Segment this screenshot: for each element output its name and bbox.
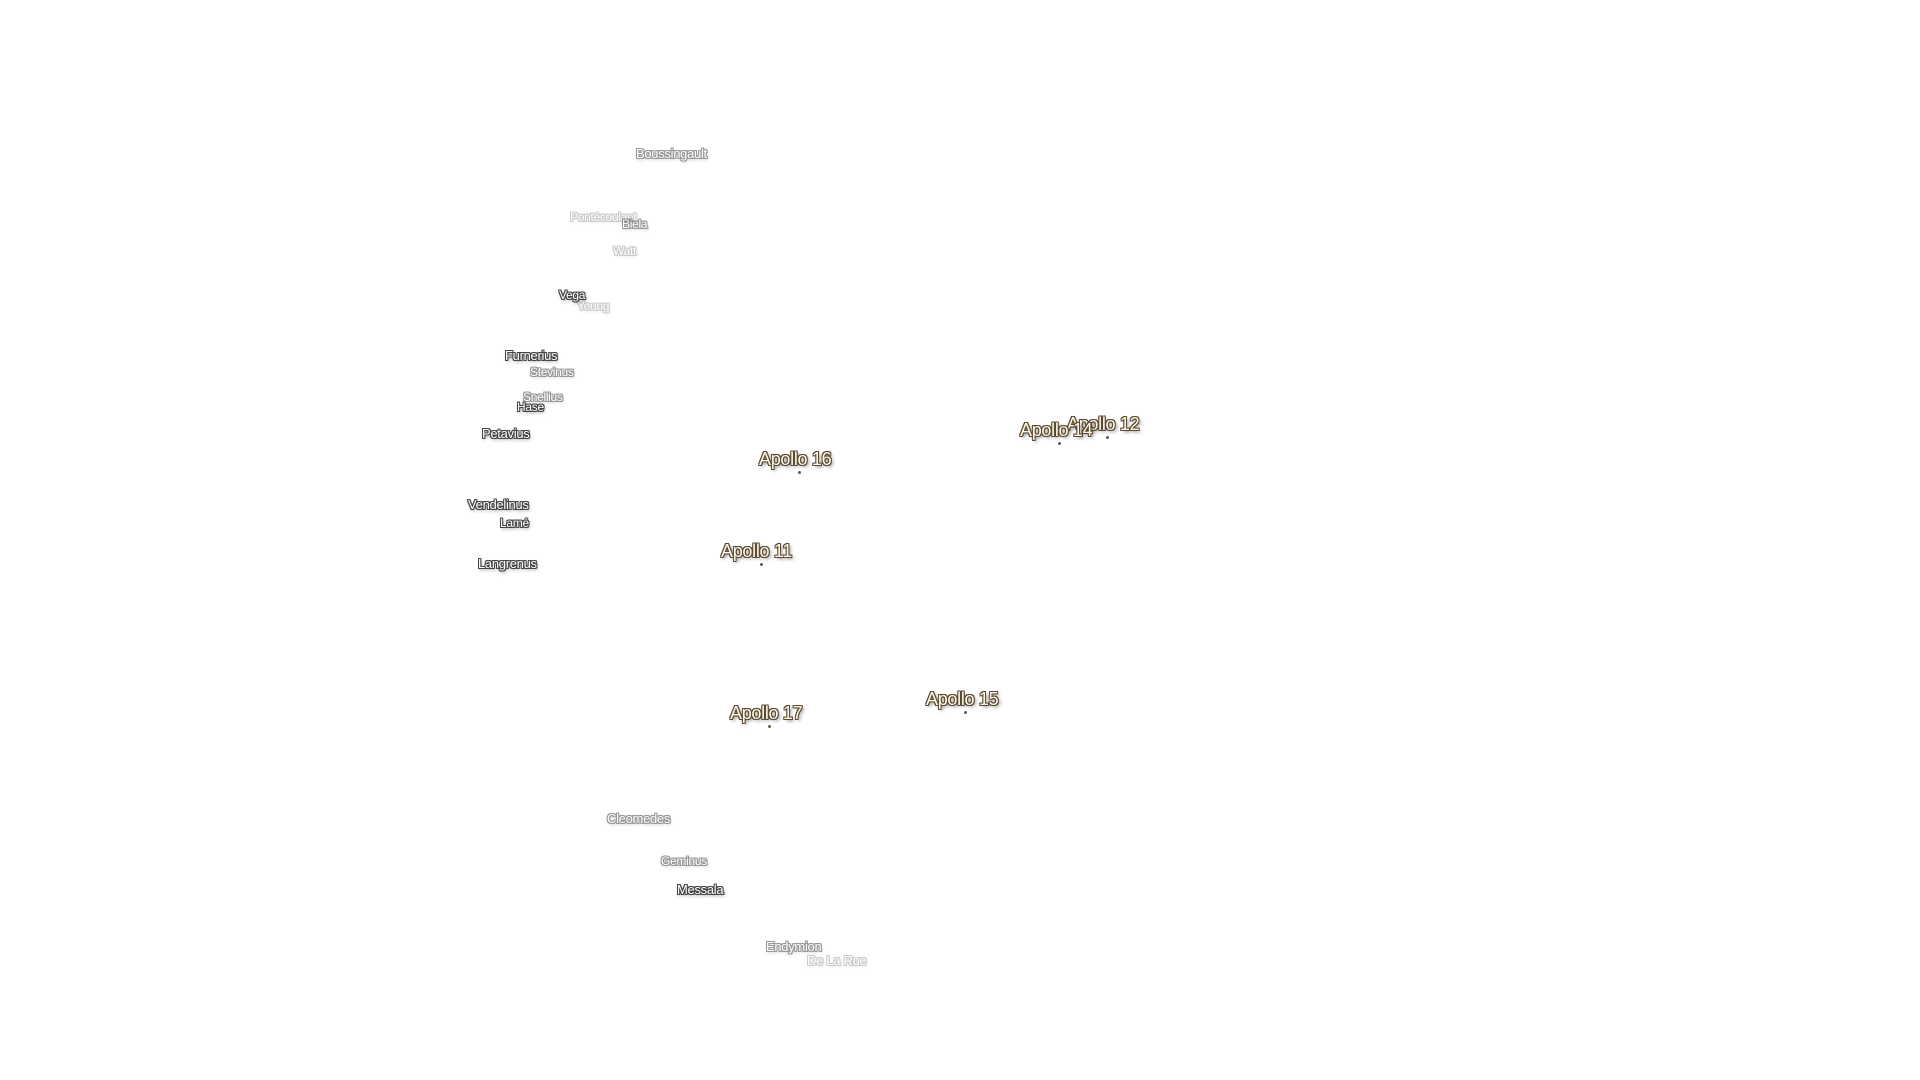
landing-site-label-apollo-17[interactable]: Apollo 17 — [730, 703, 803, 723]
crater-label-stevinus[interactable]: Stevinus — [530, 365, 574, 379]
landing-site-marker-apollo-12[interactable] — [1106, 436, 1109, 439]
crater-label-geminus[interactable]: Geminus — [661, 854, 707, 868]
crater-label-langrenus[interactable]: Langrenus — [478, 556, 537, 571]
landing-site-marker-apollo-15[interactable] — [964, 711, 967, 714]
landing-site-label-apollo-12[interactable]: Apollo 12 — [1067, 414, 1140, 434]
landing-site-label-apollo-15[interactable]: Apollo 15 — [926, 689, 999, 709]
landing-site-marker-apollo-17[interactable] — [768, 725, 771, 728]
landing-site-marker-apollo-11[interactable] — [760, 563, 763, 566]
crater-label-hase[interactable]: Hase — [517, 400, 544, 414]
crater-label-cleomedes[interactable]: Cleomedes — [607, 811, 671, 826]
crater-label-lame[interactable]: Lamé — [500, 516, 529, 530]
landing-site-label-apollo-14[interactable]: Apollo 14 — [1020, 420, 1093, 440]
crater-label-pontecoulant[interactable]: Pontécoulant — [570, 210, 637, 224]
crater-label-young[interactable]: Young — [577, 299, 610, 313]
landing-site-label-apollo-16[interactable]: Apollo 16 — [759, 449, 832, 469]
landing-site-marker-apollo-14[interactable] — [1058, 442, 1061, 445]
landing-site-label-apollo-11[interactable]: Apollo 11 — [721, 541, 793, 561]
crater-label-biela[interactable]: Biela — [622, 217, 648, 231]
crater-label-messala[interactable]: Messala — [677, 882, 724, 897]
crater-label-furnerius[interactable]: Furnerius — [505, 348, 558, 363]
crater-label-boussingault[interactable]: Boussingault — [636, 146, 707, 161]
crater-label-endymion[interactable]: Endymion — [766, 939, 822, 954]
crater-label-vendelinus[interactable]: Vendelinus — [468, 497, 529, 512]
landing-site-marker-apollo-16[interactable] — [798, 471, 801, 474]
crater-label-de-la-rue[interactable]: De La Rue — [807, 953, 867, 968]
crater-label-petavius[interactable]: Petavius — [482, 426, 530, 441]
crater-label-watt[interactable]: Watt — [613, 244, 637, 258]
crater-label-vega[interactable]: Vega — [559, 288, 586, 302]
crater-label-snellius[interactable]: Snellius — [523, 390, 563, 404]
